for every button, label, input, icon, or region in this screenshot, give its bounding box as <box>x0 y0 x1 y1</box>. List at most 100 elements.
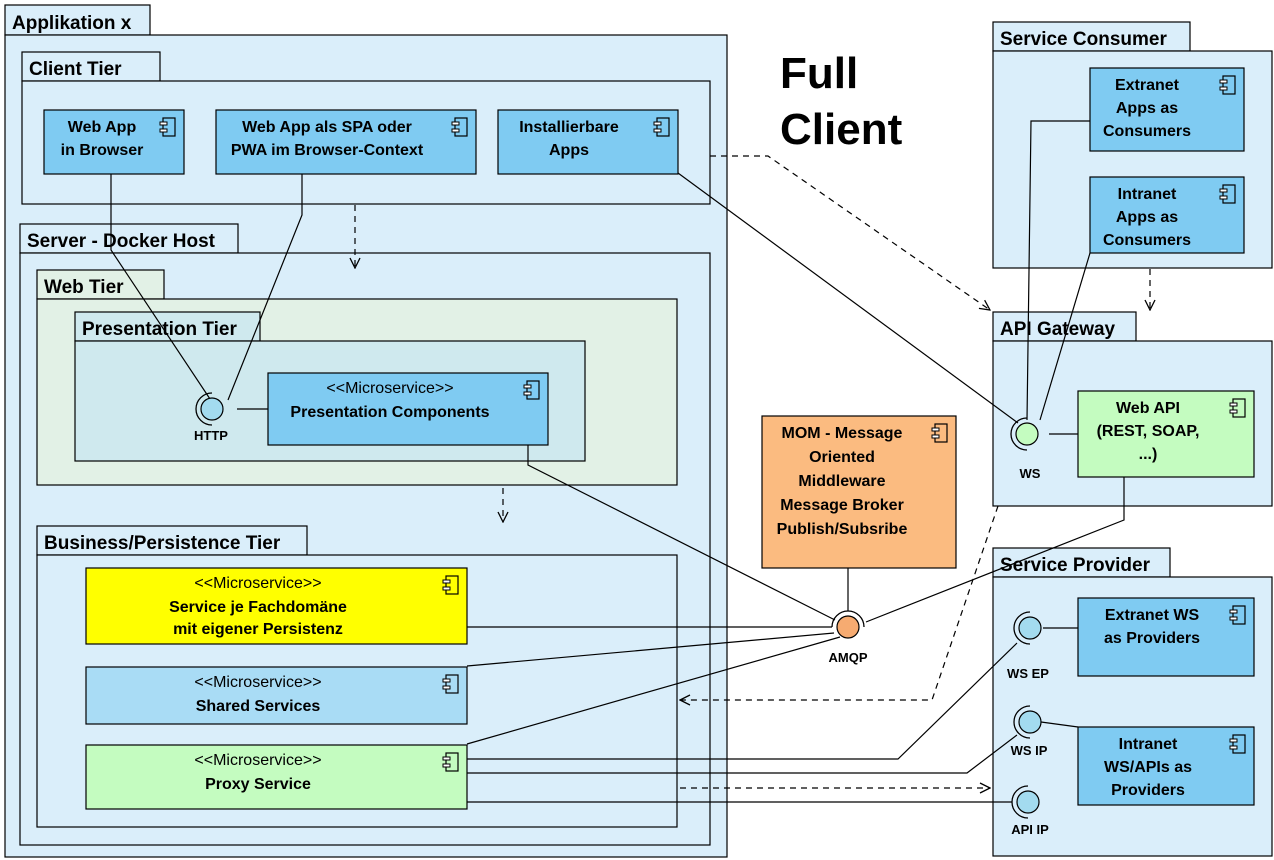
component-icon <box>442 674 459 694</box>
package-api-gateway-title: API Gateway <box>1000 319 1116 340</box>
link-intranet-wsip <box>1040 721 1079 728</box>
package-business-tier-title: Business/Persistence Tier <box>44 533 281 554</box>
component-icon <box>159 117 176 137</box>
component-icon <box>1229 398 1246 418</box>
intranet-providers-label-2: WS/APIs as <box>1104 759 1192 776</box>
web-api-label-1: Web API <box>1116 400 1180 417</box>
port-amqp-ball <box>836 615 860 639</box>
component-icon <box>1229 605 1246 625</box>
domain-service[interactable]: <<Microservice>> Service je Fachdomäne mit… <box>85 567 468 645</box>
intranet-consumers-label-2: Apps as <box>1116 209 1178 226</box>
mom-message-broker-label-1: MOM - Message <box>782 425 903 442</box>
package-server-title: Server - Docker Host <box>27 231 216 252</box>
domain-service-stereotype: <<Microservice>> <box>194 575 321 592</box>
port-amqp[interactable]: AMQP <box>829 610 868 665</box>
headline: Full Client <box>780 49 903 154</box>
shared-services-stereotype: <<Microservice>> <box>194 674 321 691</box>
package-service-consumer-title: Service Consumer <box>1000 29 1167 50</box>
port-ws-ep-ball <box>1018 616 1042 640</box>
presentation-components[interactable]: <<Microservice>>Presentation Components <box>267 372 549 446</box>
port-ws[interactable]: WS <box>1010 417 1041 481</box>
proxy-service-label-1: Proxy Service <box>205 776 311 793</box>
link-installable-ws <box>677 172 1019 424</box>
shared-services-label-1: Shared Services <box>196 698 321 715</box>
domain-service-label-1: Service je Fachdomäne <box>169 599 347 616</box>
port-ws-ip[interactable]: WS IP <box>1011 705 1048 758</box>
domain-service-label-2: mit eigener Persistenz <box>173 621 343 638</box>
mom-message-broker-label-2: Oriented <box>809 449 875 466</box>
headline-line2: Client <box>780 105 903 154</box>
port-ws-ip-socket <box>1013 705 1031 739</box>
package-web-tier-title: Web Tier <box>44 277 124 298</box>
extranet-providers-label-2: as Providers <box>1104 630 1200 647</box>
port-http[interactable]: HTTP <box>194 392 228 443</box>
ports: HTTP AMQP WS WS EP WS IP API IP <box>194 392 1049 837</box>
port-amqp-label: AMQP <box>829 650 868 665</box>
mom-message-broker-label-5: Publish/Subsribe <box>777 521 908 538</box>
link-proxy-amqp <box>466 636 841 745</box>
link-spa-http <box>227 174 303 401</box>
dep-client-gateway <box>710 155 990 310</box>
component-icon <box>523 380 540 400</box>
component-icon <box>1219 184 1236 204</box>
web-api-label-3: ...) <box>1139 446 1158 463</box>
port-ws-label: WS <box>1020 466 1041 481</box>
proxy-service[interactable]: <<Microservice>> Proxy Service <box>85 744 468 810</box>
extranet-providers[interactable]: Extranet WS as Providers <box>1077 597 1255 677</box>
mom-message-broker-label-4: Message Broker <box>780 497 904 514</box>
link-presentation-amqp <box>527 445 836 621</box>
intranet-consumers-label-3: Consumers <box>1103 232 1191 249</box>
intranet-providers-label-1: Intranet <box>1119 736 1178 753</box>
mom-message-broker-label-3: Middleware <box>798 473 885 490</box>
component-icon <box>931 423 948 443</box>
extranet-consumers-label-3: Consumers <box>1103 123 1191 140</box>
web-app-browser-label-2: in Browser <box>61 142 144 159</box>
link-webapi-amqp <box>865 477 1125 623</box>
link-browser-http <box>110 174 213 403</box>
extranet-consumers-label-1: Extranet <box>1115 77 1180 94</box>
link-extranet-ws <box>1026 120 1090 421</box>
component-icon <box>1229 734 1246 754</box>
proxy-service-stereotype: <<Microservice>> <box>194 752 321 769</box>
package-client-tier-title: Client Tier <box>29 59 122 80</box>
port-ws-ip-ball <box>1018 710 1042 734</box>
link-intranet-ws <box>1039 252 1091 421</box>
web-api[interactable]: Web API(REST, SOAP,...) <box>1077 390 1255 478</box>
port-api-ip[interactable]: API IP <box>1011 785 1049 837</box>
link-proxy-wsip <box>467 734 1018 774</box>
port-http-label: HTTP <box>194 428 228 443</box>
port-api-ip-socket <box>1011 785 1029 819</box>
shared-services[interactable]: <<Microservice>> Shared Services <box>85 666 468 725</box>
port-ws-ep-socket <box>1013 611 1031 645</box>
component-icon <box>442 752 459 772</box>
package-app-title: Applikation x <box>12 13 132 34</box>
installable-apps-label-2: Apps <box>549 142 589 159</box>
intranet-consumers-label-1: Intranet <box>1118 186 1177 203</box>
dep-gateway-business <box>680 505 999 700</box>
port-ws-ep[interactable]: WS EP <box>1007 611 1049 681</box>
component-icon <box>1219 75 1236 95</box>
link-shared-amqp <box>466 632 835 667</box>
port-ws-ep-label: WS EP <box>1007 666 1049 681</box>
link-proxy-wsep <box>467 642 1018 760</box>
port-http-ball <box>200 397 224 421</box>
port-api-ip-ball <box>1016 790 1040 814</box>
headline-line1: Full <box>780 49 858 98</box>
package-presentation-tier-title: Presentation Tier <box>82 319 237 340</box>
extranet-consumers-label-2: Apps as <box>1116 100 1178 117</box>
extranet-providers-label-1: Extranet WS <box>1105 607 1200 624</box>
connectors <box>110 120 1150 803</box>
port-api-ip-label: API IP <box>1011 822 1049 837</box>
port-amqp-socket <box>831 610 865 628</box>
spa-pwa-app-label-1: Web App als SPA oder <box>242 119 412 136</box>
presentation-components-label-1: Presentation Components <box>290 404 489 421</box>
